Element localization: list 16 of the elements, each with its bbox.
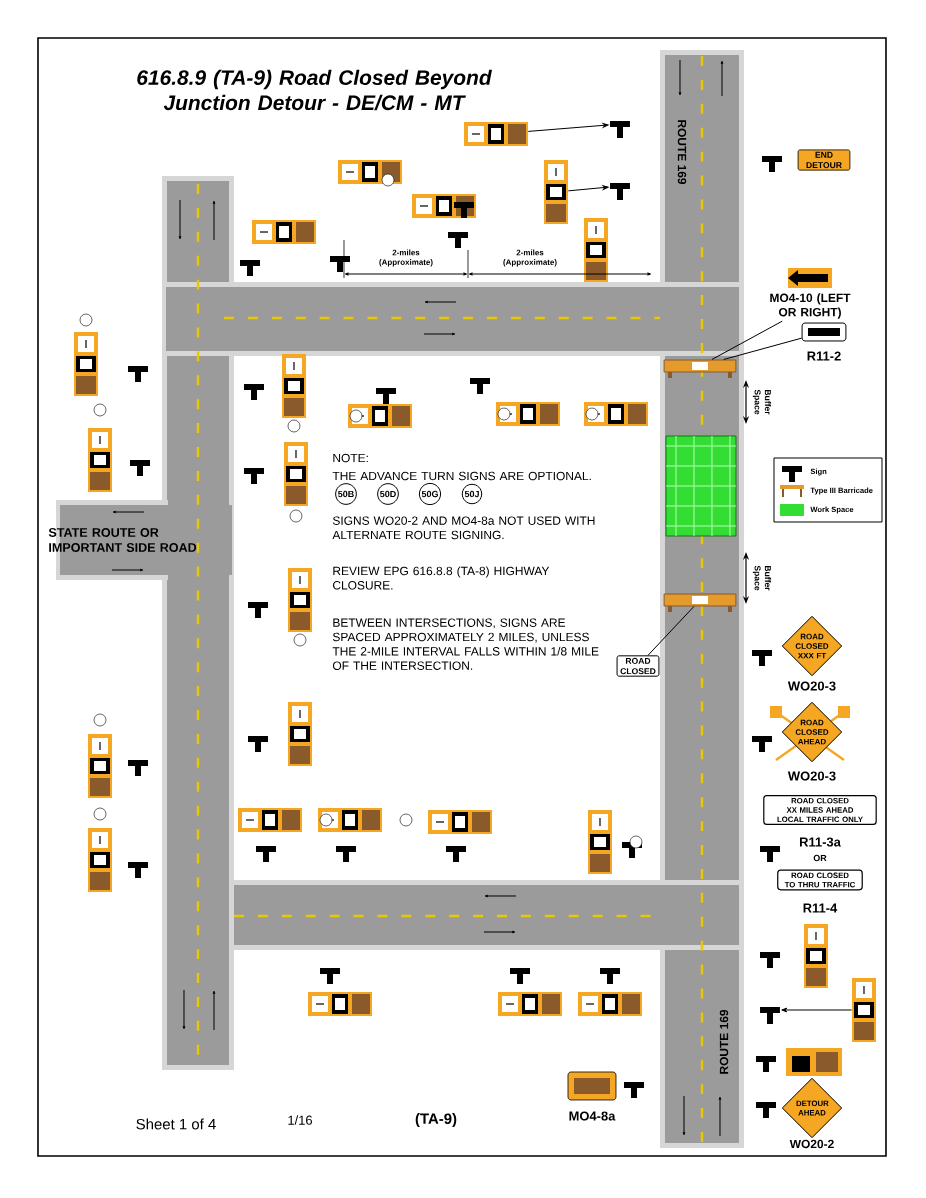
leader-line — [711, 320, 783, 361]
arrow — [527, 123, 609, 132]
sign-post — [610, 183, 630, 200]
barricade-drawing — [663, 593, 737, 612]
sign-post — [610, 121, 630, 138]
sign-assembly-drawing — [544, 160, 568, 224]
sign-drawing — [801, 322, 847, 342]
sign-assembly-drawing — [852, 978, 876, 1042]
leader-line — [647, 606, 695, 656]
title: 616.8.9 (TA-9) Road Closed Beyond Junction Detour - DE/CM - MT — [137, 69, 492, 111]
sign-post — [760, 1007, 780, 1024]
barricade-drawing — [663, 359, 737, 378]
arrow — [781, 1007, 853, 1013]
sign-assembly-drawing — [464, 122, 528, 146]
leader-line — [723, 337, 803, 361]
arrow — [567, 185, 609, 192]
